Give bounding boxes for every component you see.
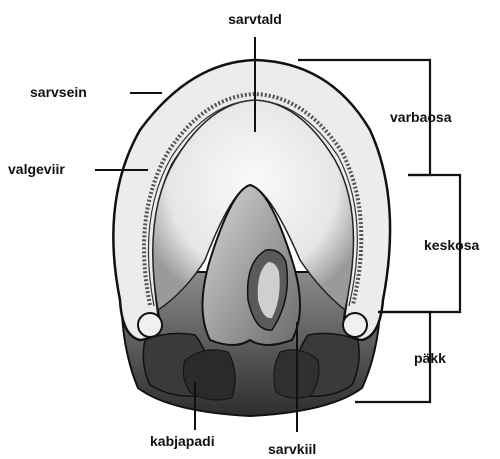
label-sarvsein: sarvsein [30,84,87,100]
hoof-heel-curl-left [138,313,162,337]
label-valgeviir: valgeviir [8,161,65,177]
hoof-digital-cushion [183,350,235,400]
label-sarvtald: sarvtald [228,11,282,27]
hoof-illustration [113,60,390,416]
label-pakk: päkk [414,350,446,366]
label-kabjapadi: kabjapadi [150,433,215,449]
hoof-heel-curl-right [343,313,367,337]
label-keskosa: keskosa [424,237,479,253]
label-varbaosa: varbaosa [390,109,452,125]
label-sarvkiil: sarvkiil [268,441,316,457]
